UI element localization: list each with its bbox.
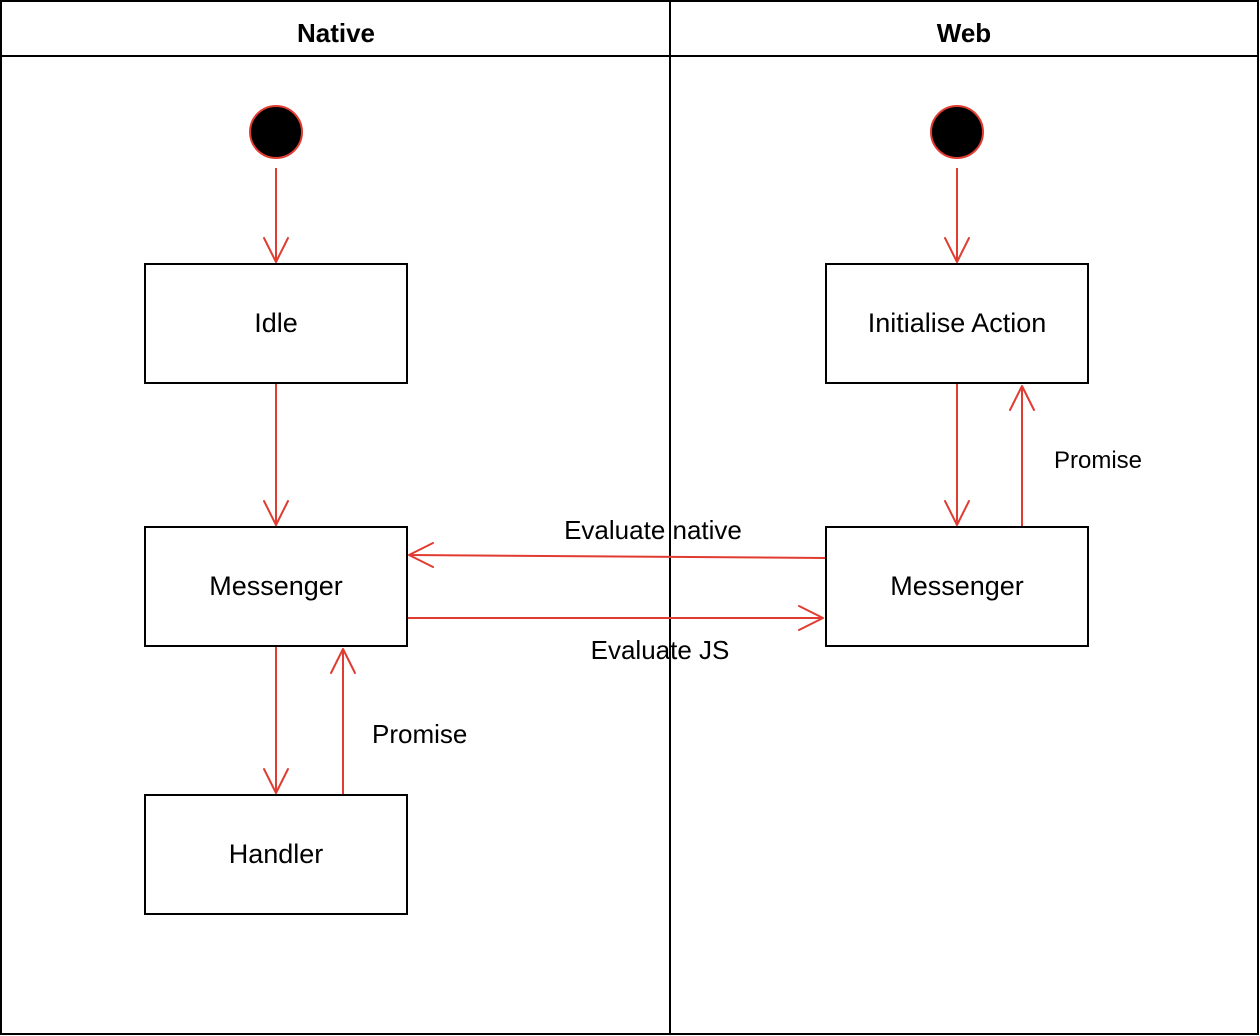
lane-header-native: Native bbox=[297, 18, 375, 48]
node-native-idle[interactable]: Idle bbox=[144, 263, 408, 384]
edge-label-native-promise: Promise bbox=[372, 719, 467, 749]
edge-initialise-to-web-messenger bbox=[944, 384, 970, 526]
node-web-initialise-action[interactable]: Initialise Action bbox=[825, 263, 1089, 384]
node-web-messenger[interactable]: Messenger bbox=[825, 526, 1089, 647]
node-native-idle-label: Idle bbox=[254, 308, 298, 338]
edge-web-messenger-to-initialise bbox=[1009, 385, 1035, 527]
edge-label-evaluate-native: Evaluate native bbox=[564, 515, 742, 545]
node-native-messenger-label: Messenger bbox=[209, 571, 343, 601]
edge-web-start-to-initialise bbox=[944, 168, 970, 263]
native-start-node bbox=[249, 105, 303, 159]
node-web-messenger-label: Messenger bbox=[890, 571, 1024, 601]
node-native-messenger[interactable]: Messenger bbox=[144, 526, 408, 647]
node-native-handler-label: Handler bbox=[229, 839, 324, 869]
edge-evaluate-js bbox=[408, 605, 824, 631]
edge-label-evaluate-js: Evaluate JS bbox=[591, 635, 730, 665]
edge-label-web-promise: Promise bbox=[1054, 447, 1142, 474]
edge-evaluate-native bbox=[408, 542, 826, 568]
edge-native-messenger-to-handler bbox=[263, 647, 289, 794]
node-web-initialise-action-label: Initialise Action bbox=[868, 308, 1047, 338]
edge-idle-to-native-messenger bbox=[263, 384, 289, 526]
lane-header-web: Web bbox=[937, 18, 991, 48]
edge-native-start-to-idle bbox=[263, 168, 289, 263]
node-native-handler[interactable]: Handler bbox=[144, 794, 408, 915]
web-start-node bbox=[930, 105, 984, 159]
edge-handler-to-native-messenger bbox=[330, 648, 356, 795]
